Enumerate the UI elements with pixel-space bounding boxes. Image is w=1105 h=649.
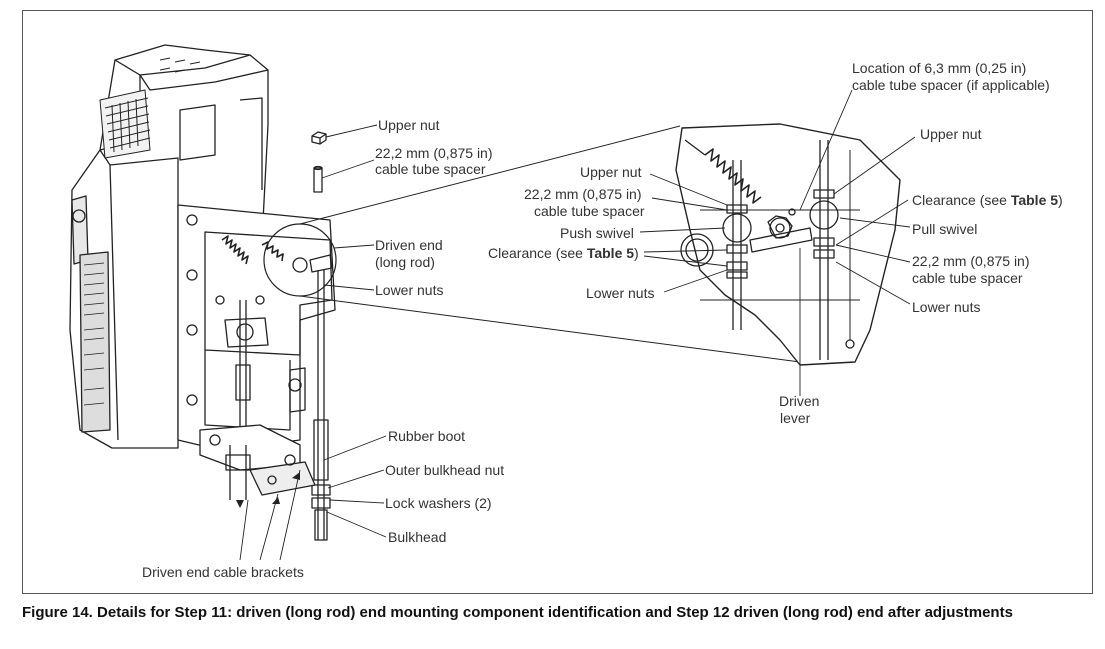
label-driven-lever-line1: Driven xyxy=(779,393,820,409)
mounting-plate xyxy=(177,204,337,541)
label-location-spacer-line2: cable tube spacer (if applicable) xyxy=(852,77,1050,93)
upper-nut-part xyxy=(311,131,327,145)
leader-lines xyxy=(239,89,916,561)
label-detail-spacer-right-line2: cable tube spacer xyxy=(912,270,1023,286)
label-driven-end-line2: (long rod) xyxy=(375,254,435,270)
spring-left xyxy=(221,235,249,265)
label-detail-lower-nuts-right: Lower nuts xyxy=(912,299,981,315)
label-spacer-line2: cable tube spacer xyxy=(375,161,486,177)
label-detail-lower-nuts-left: Lower nuts xyxy=(586,285,655,301)
label-push-swivel: Push swivel xyxy=(560,225,634,241)
label-location-spacer-line1: Location of 6,3 mm (0,25 in) xyxy=(852,60,1027,76)
label-upper-nut: Upper nut xyxy=(378,117,440,133)
label-detail-upper-nut-left: Upper nut xyxy=(580,164,642,180)
label-clearance-right: Clearance (see Table 5) xyxy=(912,192,1063,208)
label-detail-upper-nut-right: Upper nut xyxy=(920,126,982,142)
label-driven-end-cable-brackets: Driven end cable brackets xyxy=(142,564,304,580)
label-bulkhead: Bulkhead xyxy=(388,529,447,545)
zoom-line-top xyxy=(299,125,681,225)
label-pull-swivel: Pull swivel xyxy=(912,221,978,237)
label-lock-washers: Lock washers (2) xyxy=(385,495,492,511)
label-driven-lever-line2: lever xyxy=(780,410,811,426)
detail-view xyxy=(675,123,901,366)
label-clearance-left: Clearance (see Table 5) xyxy=(488,245,639,261)
push-cable xyxy=(239,300,247,450)
label-lower-nuts: Lower nuts xyxy=(375,282,444,298)
label-driven-end-line1: Driven end xyxy=(375,237,443,253)
zoom-line-bottom xyxy=(299,295,801,363)
label-detail-spacer-left-line1: 22,2 mm (0,875 in) xyxy=(524,186,642,202)
terminal-block xyxy=(99,89,151,159)
label-spacer-line1: 22,2 mm (0,875 in) xyxy=(375,145,493,161)
cable-bracket-assembly xyxy=(199,424,316,500)
label-detail-spacer-left-line2: cable tube spacer xyxy=(534,203,645,219)
breaker-body xyxy=(69,44,269,449)
label-rubber-boot: Rubber boot xyxy=(388,428,466,444)
figure-caption: Figure 14. Details for Step 11: driven (… xyxy=(22,604,1013,621)
mechanism-drawing xyxy=(69,44,916,561)
nameplate xyxy=(79,251,111,433)
label-detail-spacer-right-line1: 22,2 mm (0,875 in) xyxy=(912,253,1030,269)
label-outer-bulkhead-nut: Outer bulkhead nut xyxy=(385,462,505,478)
cable-tube-spacer-part xyxy=(313,165,323,193)
